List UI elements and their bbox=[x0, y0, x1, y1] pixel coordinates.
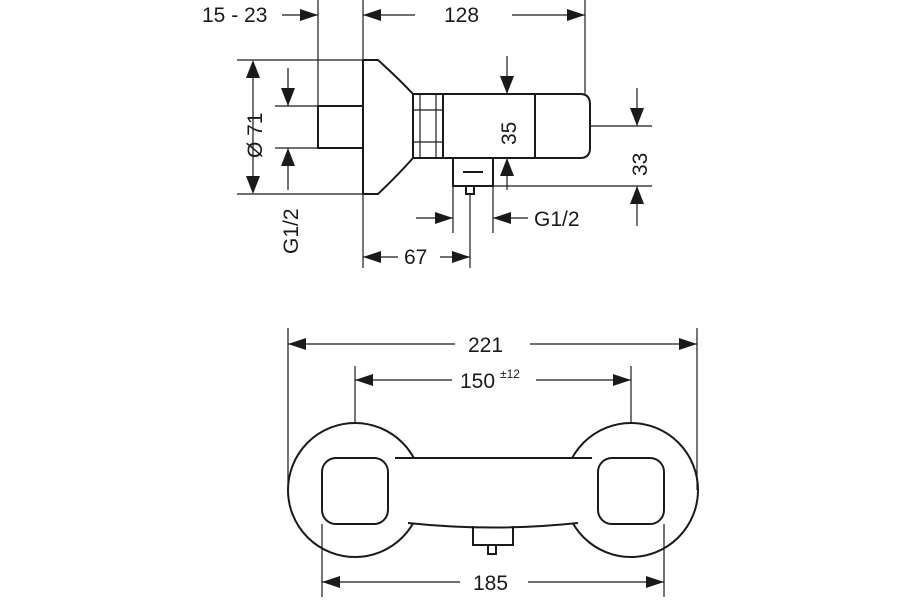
right-handle bbox=[597, 457, 665, 525]
dim-body-height: 35 bbox=[498, 56, 521, 190]
dim-outlet-offset: 33 bbox=[493, 88, 652, 226]
dim-body-length: 128 bbox=[362, 0, 586, 94]
side-view: 15 - 23 128 Ø 71 G bbox=[202, 0, 652, 269]
dim-body-height-label: 35 bbox=[498, 122, 521, 145]
dim-overall-width-label: 221 bbox=[468, 334, 503, 357]
dim-body-length-label: 128 bbox=[444, 4, 479, 27]
dim-outlet-distance: 67 bbox=[362, 194, 471, 269]
dim-outlet-distance-label: 67 bbox=[404, 246, 427, 269]
dim-outlet-thread: G1/2 bbox=[416, 186, 580, 233]
dim-rosette-diameter-label: Ø 71 bbox=[244, 112, 267, 158]
hex-nut bbox=[412, 93, 444, 159]
rosette bbox=[362, 59, 414, 195]
wall-stub bbox=[317, 105, 364, 149]
dim-wall-distance: 15 - 23 bbox=[202, 0, 319, 106]
dim-rosette-diameter: Ø 71 bbox=[237, 59, 363, 195]
dim-overall-width: 221 bbox=[287, 328, 698, 490]
dim-center-distance-label: 150 bbox=[460, 370, 495, 393]
dim-outlet-offset-label: 33 bbox=[629, 153, 652, 176]
dim-rosette-span-label: 185 bbox=[473, 572, 508, 595]
mixer-body bbox=[442, 93, 591, 159]
dim-rosette-span: 185 bbox=[321, 524, 665, 597]
dim-inlet-thread-label: G1/2 bbox=[280, 208, 303, 254]
left-handle bbox=[321, 457, 389, 525]
dim-outlet-thread-label: G1/2 bbox=[534, 208, 580, 231]
mixer-bar bbox=[395, 458, 592, 523]
dim-center-distance: 150 ±12 bbox=[354, 366, 632, 423]
dim-inlet-thread: G1/2 bbox=[275, 68, 318, 254]
front-outlet bbox=[472, 526, 514, 555]
dim-center-tolerance-label: ±12 bbox=[500, 367, 520, 381]
front-view: 221 150 ±12 185 bbox=[287, 328, 699, 597]
dim-wall-distance-label: 15 - 23 bbox=[202, 4, 267, 27]
outlet-connection bbox=[452, 157, 494, 195]
